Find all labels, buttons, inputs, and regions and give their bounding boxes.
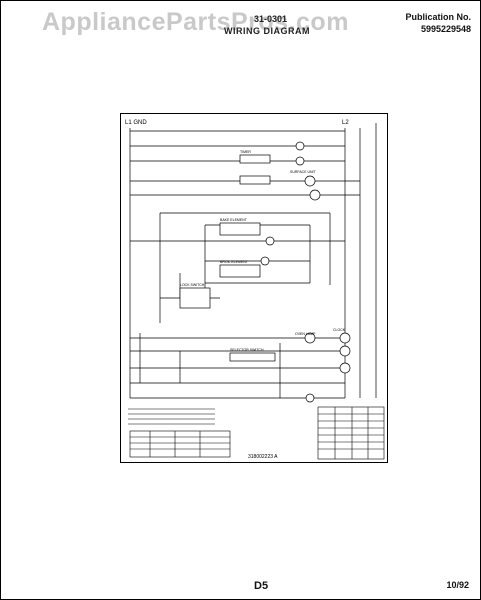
wiring-diagram-drawing: L1 GND L2 [120,113,388,463]
lock-switch-label: LOCK SWITCH [180,283,205,287]
publication-label: Publication No. [405,12,471,22]
notes-block [128,408,231,458]
clock-label: CLOCK [333,328,346,332]
bus-lines [129,123,377,399]
broil-element-label: BROIL ELEMENT [220,260,249,264]
selector-switch-label: SELECTOR SWITCH [230,348,264,352]
wiring-diagram: L1 GND L2 [120,113,388,463]
oven-lamp-label: OVEN LAMP [295,332,316,336]
switch-chart-table [317,406,385,460]
bus-left-label: L1 GND [125,120,147,126]
page-code: D5 [254,580,269,592]
page-date: 10/92 [446,580,469,590]
publication-number: 5995229548 [420,24,471,34]
timer-label: TIMER [240,150,251,154]
header-model-code: 31-0301 [254,14,288,24]
drawing-number: 318002223 A [248,454,278,460]
components [179,141,351,403]
element-labels: BAKE ELEMENT BROIL ELEMENT TIMER LOCK SW… [180,150,346,352]
bake-element-label: BAKE ELEMENT [220,218,248,222]
bus-right-label: L2 [342,120,349,126]
watermark: AppliancePartsPros.com [42,8,349,36]
header-diagram-title: WIRING DIAGRAM [224,26,310,36]
surface-unit-label: SURFACE UNIT [290,170,317,174]
